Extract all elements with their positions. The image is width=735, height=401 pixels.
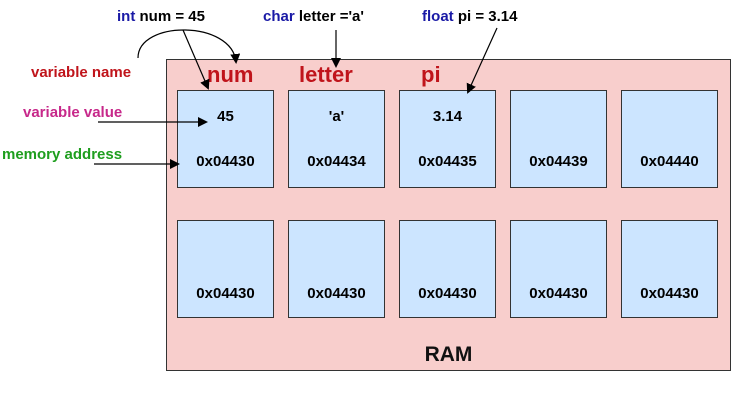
memory-cell [510,220,607,318]
label-memory-address: memory address [2,146,123,163]
cell-address: 0x04435 [418,153,477,170]
memory-cell [399,220,496,318]
declaration-char-rest: letter ='a' [294,8,364,25]
memory-cell [177,220,274,318]
memory-cell [621,90,718,188]
cell-value: 'a' [328,108,345,125]
cell-address: 0x04430 [196,153,255,170]
cell-address: 0x04430 [196,285,255,302]
variable-name-num: num [207,62,254,87]
variable-name-pi: pi [421,62,441,87]
declaration-int: int num = 45 [117,8,205,25]
declaration-float: float pi = 3.14 [422,8,517,25]
label-variable-value: variable value [23,104,123,121]
memory-cell [399,90,496,188]
memory-cell [621,220,718,318]
cell-address: 0x04430 [640,285,699,302]
declaration-char: char letter ='a' [263,8,364,25]
memory-cell [288,220,385,318]
cell-value: 45 [217,108,234,125]
ram-title: RAM [424,343,473,366]
cell-value: 3.14 [432,108,463,125]
keyword-int: int [117,8,136,25]
cell-address: 0x04430 [529,285,588,302]
cell-address: 0x04439 [529,153,588,170]
cell-address: 0x04434 [307,153,366,170]
keyword-float: float [422,8,454,25]
cell-address: 0x04440 [640,153,699,170]
memory-cell [177,90,274,188]
variable-name-letter: letter [299,62,353,87]
arrow-int-to-num [137,29,241,64]
cell-address: 0x04430 [307,285,366,302]
label-variable-name: variable name [31,64,132,81]
keyword-char: char [263,8,295,25]
memory-cell [288,90,385,188]
declaration-float-rest: pi = 3.14 [453,8,518,25]
memory-cell [510,90,607,188]
cell-address: 0x04430 [418,285,477,302]
declaration-int-rest: num = 45 [135,8,205,25]
